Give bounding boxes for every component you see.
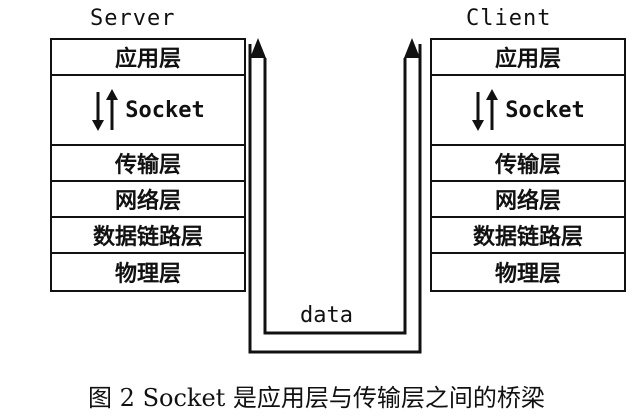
client-stack: 应用层 Socket 传输层 网络层 数据链路层 物理层 <box>430 38 626 292</box>
server-socket-label: Socket <box>125 97 205 123</box>
server-title: Server <box>90 6 176 31</box>
figure-caption: 图 2 Socket 是应用层与传输层之间的桥梁 <box>88 384 545 412</box>
client-datalink-layer: 数据链路层 <box>432 218 624 254</box>
right-arrowhead-icon <box>404 38 420 58</box>
left-arrowhead-icon <box>250 38 266 58</box>
server-network-layer: 网络层 <box>52 182 244 218</box>
client-transport-layer: 传输层 <box>432 146 624 182</box>
server-socket-layer: Socket <box>52 76 244 146</box>
client-application-layer: 应用层 <box>432 40 624 76</box>
up-down-arrows-icon <box>472 89 499 131</box>
server-datalink-layer: 数据链路层 <box>52 218 244 254</box>
client-physical-layer: 物理层 <box>494 261 561 287</box>
server-physical-layer: 物理层 <box>114 261 181 287</box>
server-stack: 应用层 Socket 传输层 网络层 数据链路层 物理层 <box>50 38 246 292</box>
up-down-arrows-icon <box>92 89 119 131</box>
data-label: data <box>300 303 353 328</box>
client-socket-label: Socket <box>505 97 585 123</box>
client-title: Client <box>466 6 552 31</box>
server-application-layer: 应用层 <box>52 40 244 76</box>
client-socket-layer: Socket <box>432 76 624 146</box>
server-transport-layer: 传输层 <box>52 146 244 182</box>
client-network-layer: 网络层 <box>432 182 624 218</box>
